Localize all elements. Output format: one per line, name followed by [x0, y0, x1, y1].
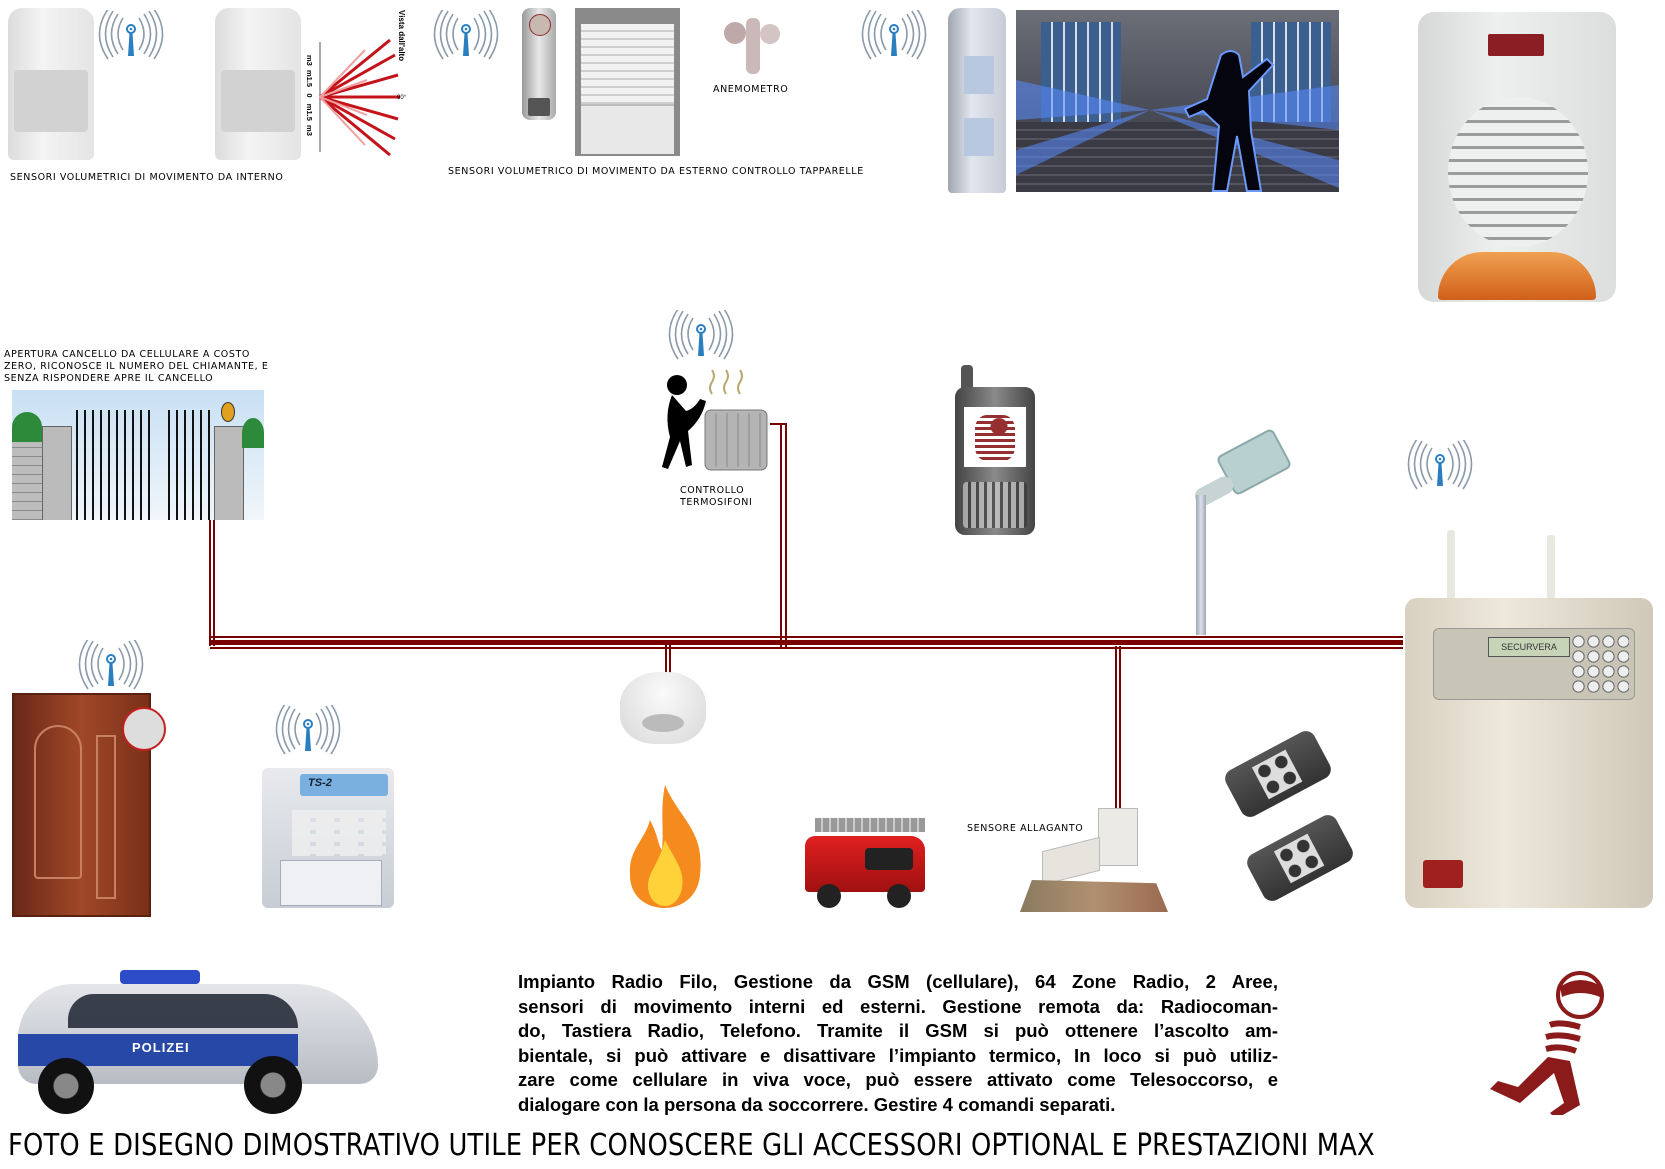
indoor-sensors-caption: SENSORI VOLUMETRICI DI MOVIMENTO DA INTE… [10, 172, 284, 183]
bus-wire-top [210, 636, 1403, 638]
anemometer-caption: ANEMOMETRO [713, 84, 789, 95]
intruder-detection-scene-image [1016, 10, 1339, 192]
radiator-caption-line: TERMOSIFONI [680, 497, 753, 508]
description-line: sensori di movimento interni ed esterni.… [518, 995, 1278, 1017]
pir-diagram-scale: m3 m1.5 0 m1.5 m3 [305, 55, 314, 136]
roller-shutter-window-image [575, 8, 680, 156]
radiator-wire [770, 423, 786, 425]
wireless-signal-icon [98, 10, 164, 60]
indoor-pir-sensor-image [8, 8, 94, 160]
outdoor-pir-sensor-image [948, 8, 1006, 193]
wireless-keypad-image: TS-2 [262, 768, 394, 908]
pir-diagram-angle: 90° [397, 95, 407, 101]
indoor-pir-sensor-image-2 [215, 8, 301, 160]
remote-control-image [1221, 727, 1335, 821]
smoke-detector-image [620, 672, 706, 744]
gate-wire [209, 520, 211, 646]
bus-wire-bottom [210, 647, 1403, 649]
description-line: Impianto Radio Filo, Gestione da GSM (ce… [518, 971, 1278, 992]
thief-mascot-icon [1490, 971, 1604, 1115]
alarm-control-panel-image: SECURVERA [1405, 530, 1655, 910]
description-line: do, Tastiera Radio, Telefono. Tramite il… [518, 1020, 1278, 1041]
fire-icon [629, 785, 701, 908]
wireless-signal-icon [668, 310, 734, 360]
description-line: zare come cellulare in viva voce, può es… [518, 1069, 1278, 1090]
system-description: Impianto Radio Filo, Gestione da GSM (ce… [518, 970, 1278, 1117]
gate-caption-line: ZERO, RICONOSCE IL NUMERO DEL CHIAMANTE,… [4, 361, 269, 372]
wireless-signal-icon [1407, 440, 1473, 490]
automatic-gate-image [12, 390, 264, 520]
description-line: dialogare con la persona da soccorrere. … [518, 1093, 1116, 1115]
keypad-model-label: TS-2 [308, 777, 332, 789]
police-car-label: POLIZEI [132, 1040, 190, 1055]
wireless-signal-icon [433, 10, 499, 60]
description-line: bientale, si può attivare e disattivare … [518, 1044, 1278, 1066]
gate-caption-line: SENZA RISPONDERE APRE IL CANCELLO [4, 373, 214, 384]
footer-disclaimer: FOTO E DISEGNO DIMOSTRATIVO UTILE PER CO… [8, 1128, 1375, 1163]
remote-control-image [1243, 811, 1357, 905]
smoke-wire [669, 640, 671, 675]
gate-caption: APERTURA CANCELLO DA CELLULARE A COSTO Z… [4, 349, 268, 385]
wireless-signal-icon [861, 10, 927, 60]
pir-diagram-title: Vista dall'alto [397, 10, 406, 62]
bus-wire-main [210, 640, 1403, 645]
pir-coverage-diagram [319, 38, 400, 157]
wireless-signal-icon [275, 705, 341, 755]
outdoor-siren-image [1418, 12, 1616, 302]
flood-wire [1119, 646, 1121, 811]
smoke-wire [665, 640, 667, 675]
police-car-image: POLIZEI [8, 970, 380, 1120]
control-panel-display: SECURVERA [1488, 637, 1570, 657]
radiator-caption-line: CONTROLLO [680, 485, 745, 496]
gate-wire [213, 520, 215, 646]
gate-caption-line: APERTURA CANCELLO DA CELLULARE A COSTO [4, 349, 250, 360]
shutter-sensor-image [522, 8, 556, 120]
radiator-wire [780, 423, 782, 648]
flood-sensor-caption: SENSORE ALLAGANTO [967, 823, 1084, 834]
fire-truck-image [805, 818, 930, 913]
smartphone-image [955, 365, 1035, 535]
radiator-wire [785, 423, 787, 648]
anemometer-image [722, 12, 784, 74]
radiator-caption: CONTROLLO TERMOSIFONI [680, 485, 752, 509]
door-contact-sensor-image [12, 693, 166, 917]
street-lamp-image [1172, 427, 1293, 640]
wireless-signal-icon [78, 640, 144, 690]
flood-wire [1115, 646, 1117, 811]
flood-sensor-image [1020, 808, 1170, 912]
outdoor-sensor-caption: SENSORI VOLUMETRICO DI MOVIMENTO DA ESTE… [448, 166, 864, 177]
radiator-control-image [660, 365, 780, 480]
